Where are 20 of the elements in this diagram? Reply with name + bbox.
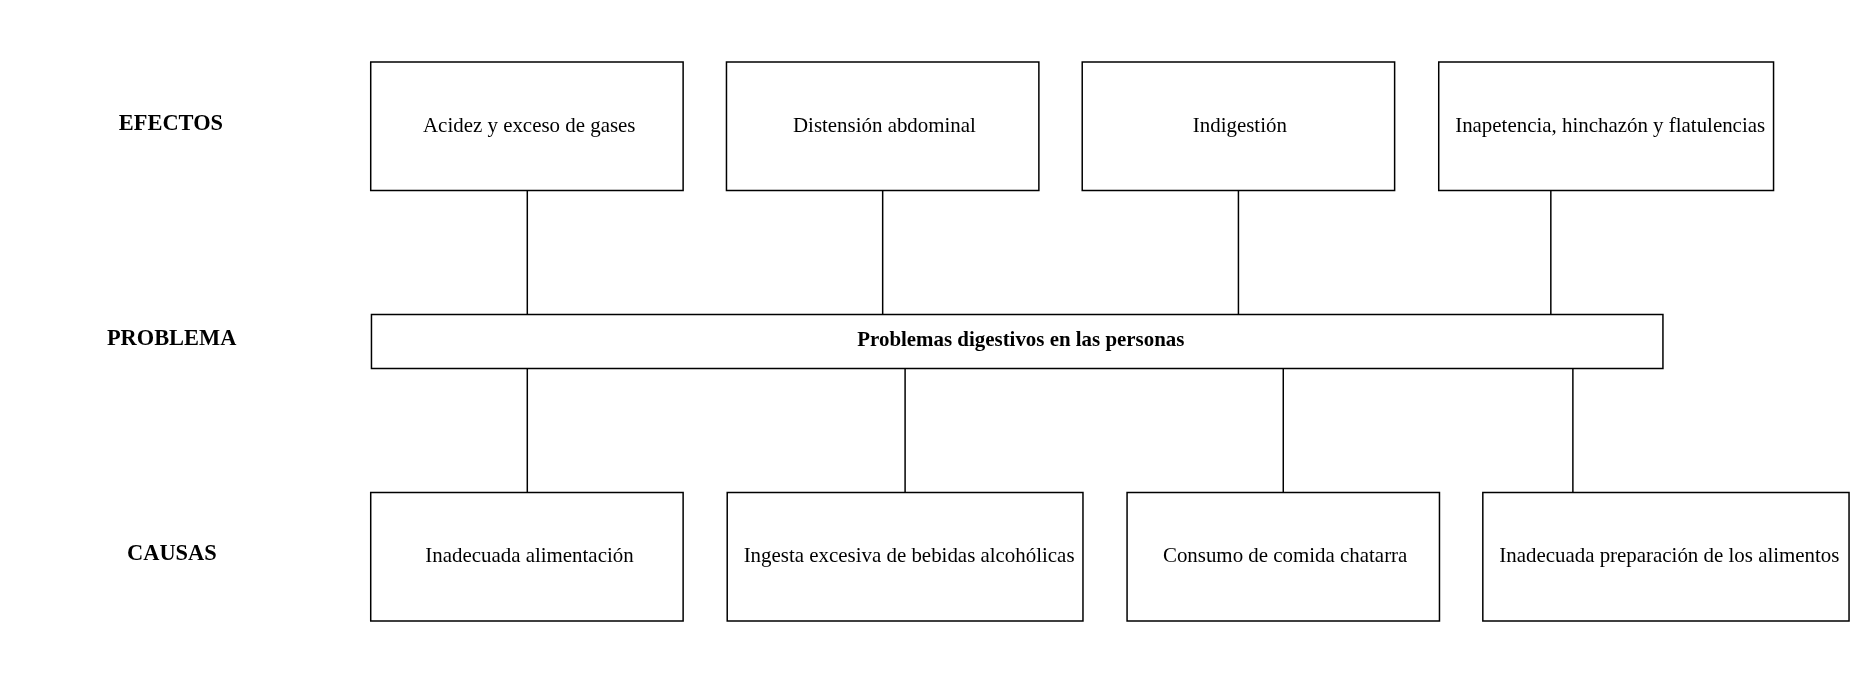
- node-box: Distensión abdominal: [725, 60, 1040, 191]
- connector: [1572, 367, 1574, 493]
- connector: [1237, 189, 1240, 315]
- connector: [881, 189, 884, 315]
- connector: [1282, 367, 1284, 493]
- label: CAUSAS: [127, 539, 217, 565]
- node-box: Inapetencia, hinchazón y flatulencias: [1438, 60, 1775, 191]
- connector: [904, 367, 906, 493]
- node-box: Indigestión: [1081, 60, 1396, 191]
- node-box: Inadecuada preparación de los alimentos: [1482, 491, 1850, 622]
- node-box: Inadecuada alimentación: [369, 491, 684, 622]
- connector: [526, 189, 529, 315]
- node-box: Ingesta excesiva de bebidas alcohólicas: [726, 491, 1084, 622]
- node-box: Acidez y exceso de gases: [369, 60, 684, 191]
- node-box: Problemas digestivos en las personas: [370, 313, 1664, 369]
- node-box: Consumo de comida chatarra: [1126, 491, 1441, 622]
- label: EFECTOS: [118, 109, 224, 135]
- connector: [1550, 189, 1552, 315]
- connector: [526, 367, 529, 493]
- label: PROBLEMA: [106, 324, 237, 350]
